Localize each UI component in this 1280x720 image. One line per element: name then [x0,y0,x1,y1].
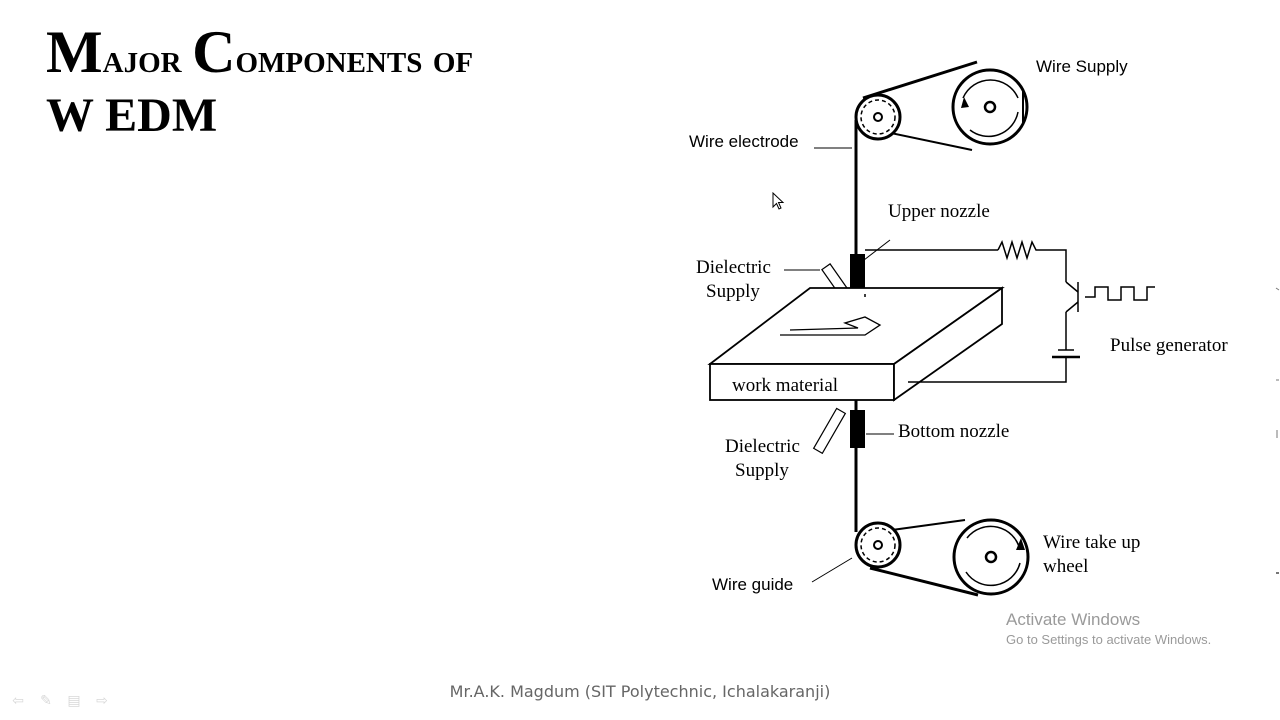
label-wire-electrode: Wire electrode [689,132,799,151]
bottom-nozzle [850,410,865,448]
label-wire-take-up-2: wheel [1043,556,1089,577]
wedm-diagram: Wire Supply Wire electrode Upper nozzle … [680,50,1280,620]
mouse-pointer-icon [772,192,785,210]
title-text-omponents: omponents of [235,36,474,82]
leader-lines [784,147,894,583]
title-cap-m: M [46,19,103,85]
title-cap-c: C [192,19,236,85]
upper-guide-pulley [854,93,902,141]
label-dielectric-supply-top-2: Supply [706,281,760,302]
slideshow-nav-controls: ⇦ ✎ ▤ ⇨ [8,692,112,710]
label-wire-supply: Wire Supply [1036,57,1128,76]
label-dielectric-supply-bottom-2: Supply [735,460,789,481]
title-line-2: W EDM [46,89,218,142]
lower-guide-pulley [854,521,902,569]
previous-arrow-icon[interactable]: ⇦ [12,693,24,709]
wire-take-up-wheel [952,518,1030,596]
label-wire-take-up-1: Wire take up [1043,532,1141,553]
bottom-dielectric-nozzle [812,407,847,455]
title-text-ajor: ajor [102,36,193,82]
label-dielectric-supply-bottom-1: Dielectric [725,436,800,457]
label-upper-nozzle: Upper nozzle [888,201,990,222]
label-pulse-generator: Pulse generator [1110,335,1228,356]
watermark-subtitle: Go to Settings to activate Windows. [1006,632,1212,647]
wire-bottom-run-upper [891,519,966,531]
wire-supply-drum [951,68,1029,146]
slide-title: Major Components of W EDM [46,22,666,140]
pulse-circuit [864,239,1155,383]
title-line-1: Major Components of [46,22,666,82]
pen-icon[interactable]: ✎ [40,693,52,709]
slide-menu-icon[interactable]: ▤ [67,693,81,709]
upper-nozzle [850,254,865,294]
label-work-material: work material [732,375,839,396]
wire-top-run [862,60,978,100]
wedm-schematic [707,60,1155,597]
label-wire-guide: Wire guide [712,575,794,594]
slide-footer: Mr.A.K. Magdum (SIT Polytechnic, Ichalak… [449,682,831,701]
activate-windows-watermark: Activate Windows Go to Settings to activ… [1006,610,1211,647]
work-material-block [707,286,1005,402]
watermark-title: Activate Windows [1006,610,1141,629]
label-dielectric-supply-top-1: Dielectric [696,257,771,278]
next-arrow-icon[interactable]: ⇨ [96,693,108,709]
label-bottom-nozzle: Bottom nozzle [898,421,1010,442]
right-edge-artifact [1270,270,1280,600]
wire-top-run-lower [885,131,973,151]
wire-bottom-run [869,566,979,597]
